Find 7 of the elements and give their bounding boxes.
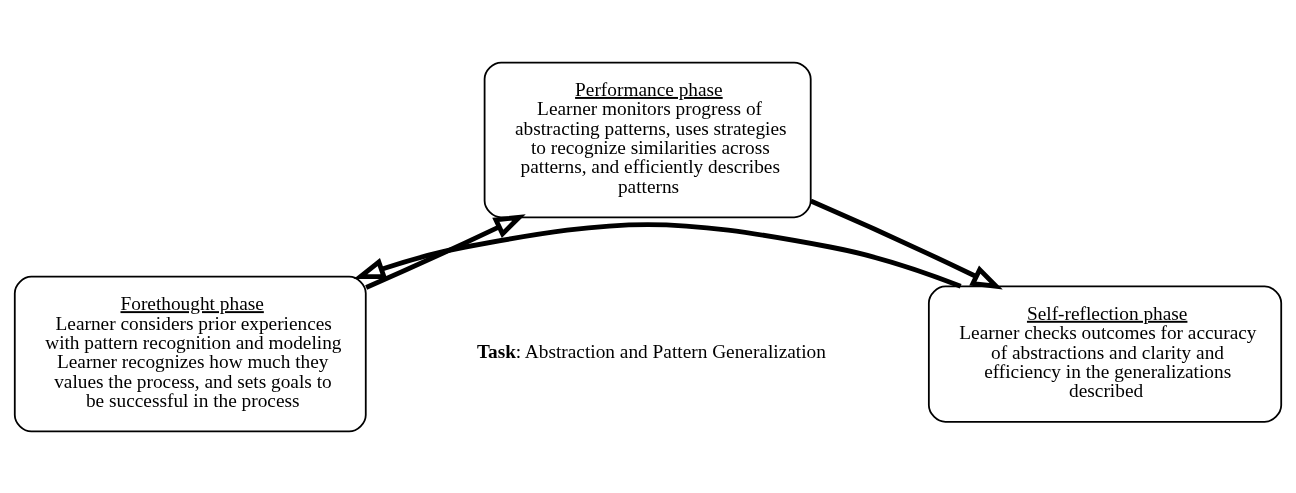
node-box: Performance phase Learner monitors progress of abstracting patterns, uses strategies to recognize similarities across patterns, and efficiently describes patterns — [483, 61, 812, 218]
arrow — [809, 198, 1003, 289]
arrow — [365, 213, 526, 290]
label: Task: Abstraction and Pattern Generalization — [477, 340, 826, 362]
node-box: Self-reflection phase Learner checks outcomes for accuracy of abstractions and clarity and efficiency in the generalizations described — [927, 285, 1283, 423]
node-box: Forethought phase Learner considers prior experiences with pattern recognition and modeling Learner recognizes how much they values the process, and sets goals to be successful in the process — [13, 275, 367, 432]
arrow — [353, 221, 962, 289]
